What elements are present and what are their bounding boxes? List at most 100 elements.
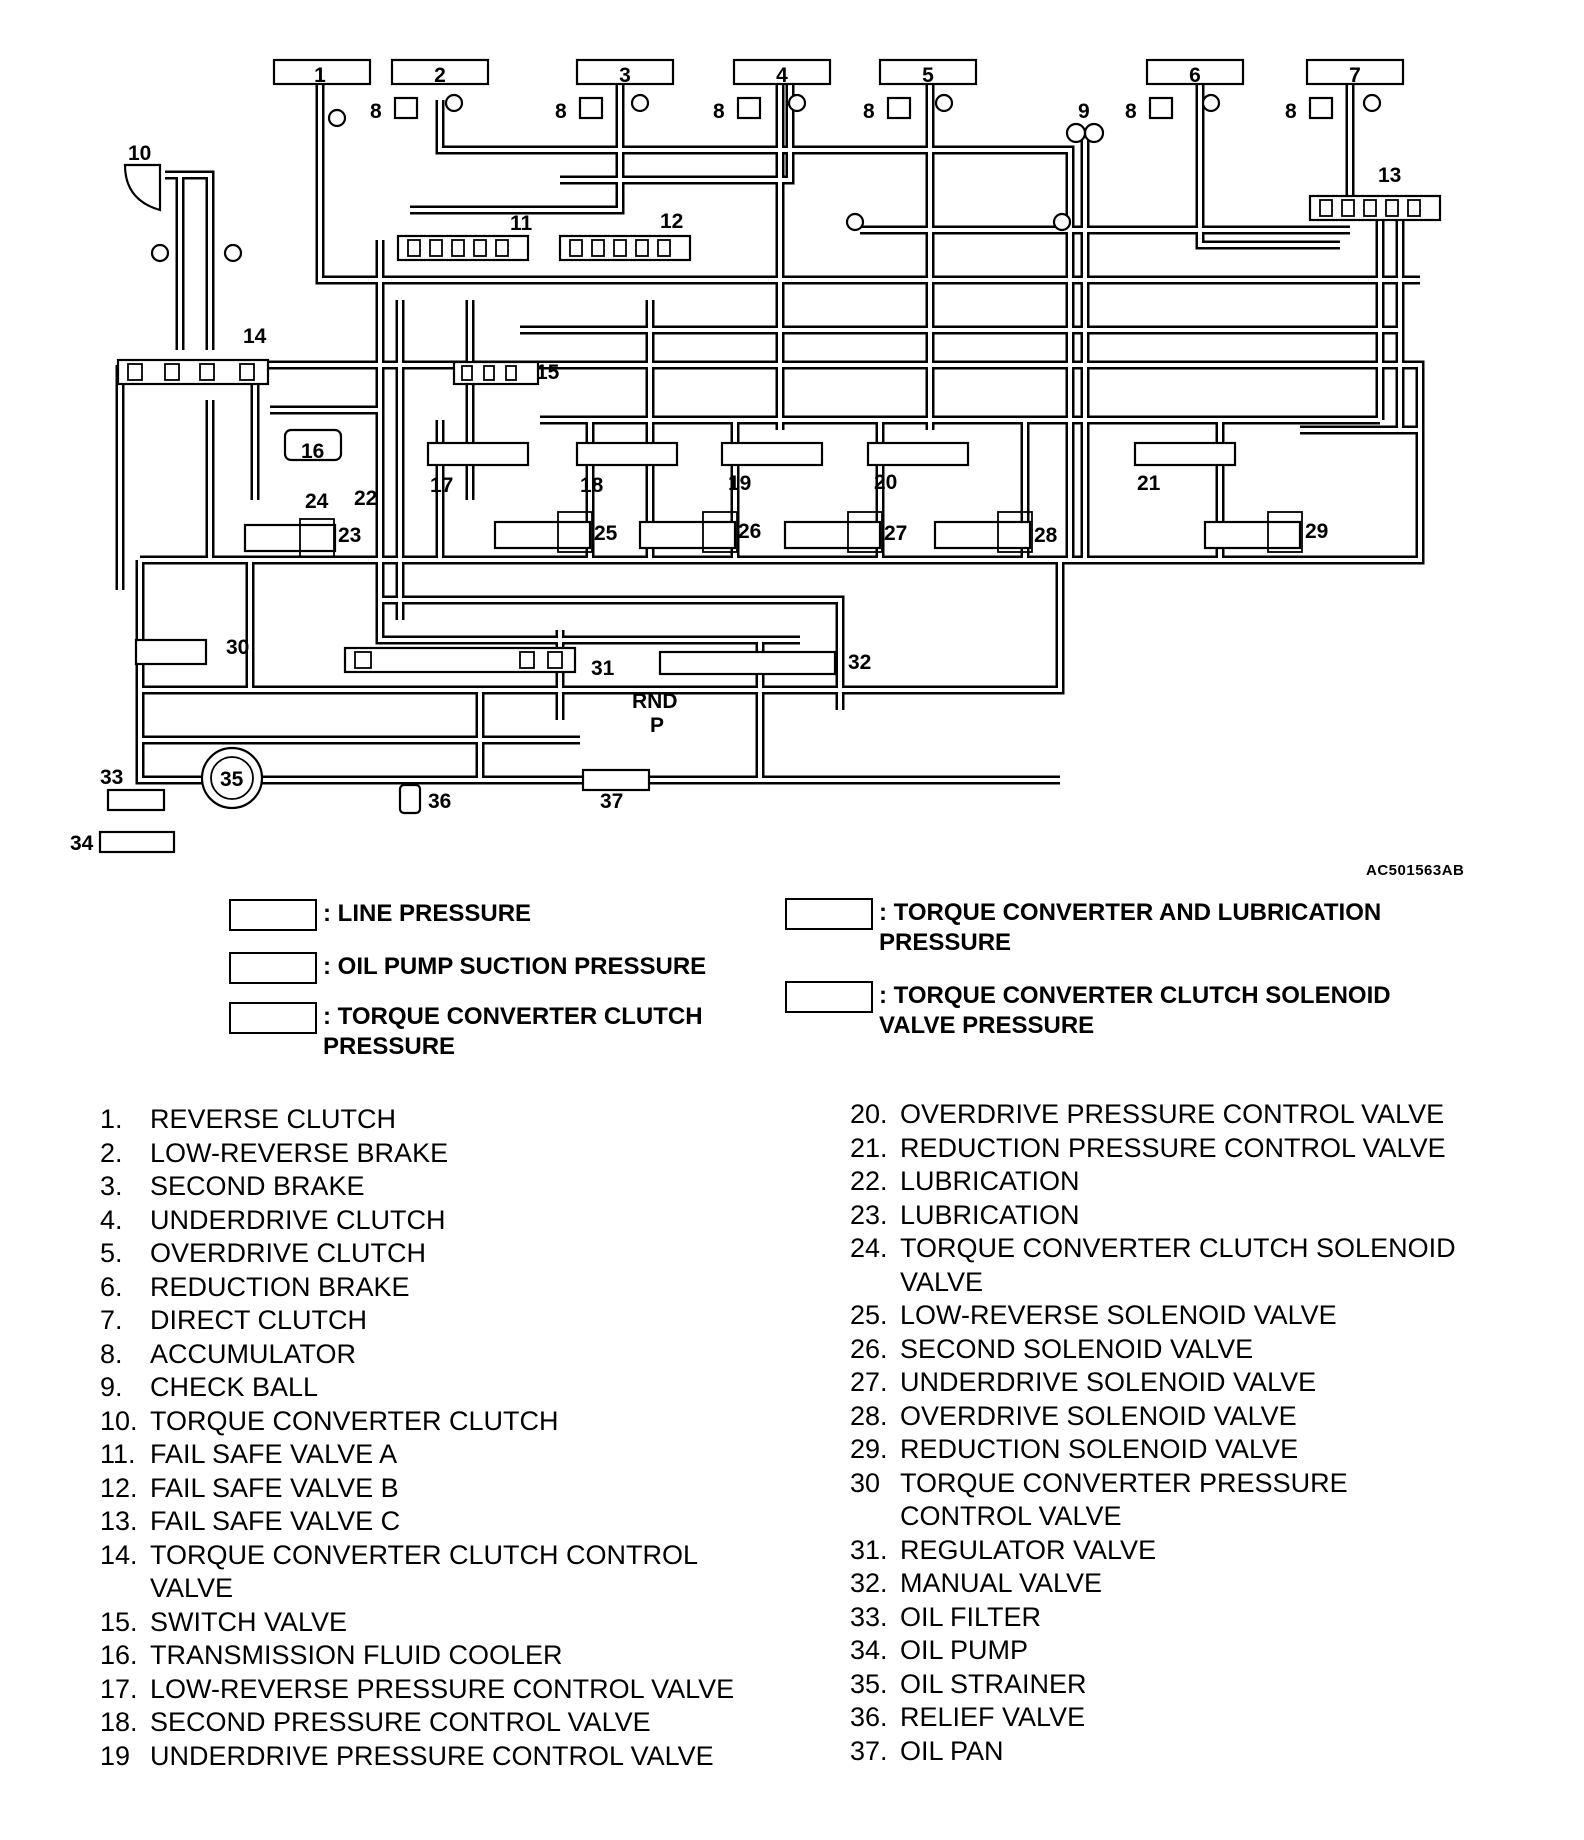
part-number: 26. [850,1333,888,1364]
valve-label-16: 16 [301,440,324,463]
parts-list-item: 9.CHECK BALL [100,1371,734,1405]
part-number: 32. [850,1568,888,1598]
parts-list-item: 28. OVERDRIVE SOLENOID VALVE [850,1400,1456,1434]
part-number: 6. [100,1271,123,1302]
part-label: TRANSMISSION FLUID COOLER [150,1640,563,1670]
part-number: 2. [100,1137,123,1168]
part-label: UNDERDRIVE CLUTCH [150,1204,446,1235]
accumulators: 8 8 8 8 8 8 [370,96,1334,123]
valve-label-12: 12 [660,210,683,233]
part-number: 21. [850,1132,888,1163]
legend-swatch [785,898,873,930]
valve-label-14: 14 [243,325,267,348]
part-number: 18. [100,1707,138,1737]
valve-label-25: 25 [594,522,618,545]
torque-converter: 10 [123,142,162,212]
valve-label-22: 22 [354,487,377,510]
part-label: TORQUE CONVERTER CLUTCH CONTROL VALVE [150,1539,699,1604]
accumulator-label: 8 [713,100,725,123]
parts-list-item: 29. REDUCTION SOLENOID VALVE [850,1433,1456,1467]
parts-list-item: 3.SECOND BRAKE [100,1170,734,1204]
part-label: MANUAL VALVE [900,1568,1103,1598]
manual-positions-line1: RND [632,690,678,713]
part-number: 34. [850,1635,888,1665]
part-number: 28. [850,1400,888,1431]
parts-list-item: 16.TRANSMISSION FLUID COOLER [100,1639,734,1673]
legend-tcc-solenoid: : TORQUE CONVERTER CLUTCH SOLENOID VALVE… [785,981,1391,1041]
part-label: SECOND SOLENOID VALVE [900,1333,1254,1364]
pipe-core [165,173,212,350]
parts-list-item: 31.REGULATOR VALVE [850,1534,1456,1568]
valve-label-29: 29 [1305,520,1328,543]
legend-swatch [229,899,317,931]
pipe [560,80,795,185]
part-number: 5. [100,1238,123,1268]
parts-list-item: 26. SECOND SOLENOID VALVE [850,1333,1456,1367]
parts-list-item: 34.OIL PUMP [850,1634,1456,1668]
valve-label-28: 28 [1034,524,1058,547]
parts-list-item: 18. SECOND PRESSURE CONTROL VALVE [100,1706,734,1740]
valve-label-33: 33 [100,766,123,789]
part-label: OIL PAN [900,1735,1004,1766]
part-label: OIL STRAINER [900,1668,1087,1699]
valve-label-17: 17 [430,474,453,497]
part-number: 3. [100,1171,123,1201]
pipe-core [438,100,1072,560]
parts-list-item: 7.DIRECT CLUTCH [100,1304,734,1338]
part-number: 29. [850,1434,888,1464]
part-number: 25. [850,1300,888,1330]
accumulator-label: 8 [370,100,382,123]
part-label: FAIL SAFE VALVE C [150,1506,401,1536]
pipe-core [378,240,800,642]
parts-list-item: 25.LOW-REVERSE SOLENOID VALVE [850,1299,1456,1333]
part-number: 36. [850,1702,888,1732]
legend-swatch [229,1002,317,1034]
part-label: REGULATOR VALVE [900,1534,1157,1565]
legend-swatch [229,952,317,984]
parts-list-item: 37.OIL PAN [850,1735,1456,1769]
check-ball-label: 9 [1078,100,1090,123]
parts-list-item: 27.UNDERDRIVE SOLENOID VALVE [850,1366,1456,1400]
part-label: UNDERDRIVE PRESSURE CONTROL VALVE [150,1740,714,1771]
pipe-core [140,560,1062,692]
part-label: REDUCTION SOLENOID VALVE [900,1434,1299,1464]
spool-valves: 11 12 13 14 15 16 17 18 19 20 21 22 24 2… [70,164,1442,855]
part-number: 20. [850,1099,888,1129]
part-label: REDUCTION PRESSURE CONTROL VALVE [900,1132,1446,1163]
valve-label-31: 31 [591,657,615,680]
part-label: OVERDRIVE SOLENOID VALVE [900,1400,1297,1431]
legend-swatch [785,981,873,1013]
part-number: 4. [100,1204,123,1235]
parts-list-item: 32. MANUAL VALVE [850,1567,1456,1601]
parts-list-item: 5. OVERDRIVE CLUTCH [100,1237,734,1271]
accumulator-label: 8 [555,100,567,123]
part-label: LOW-REVERSE PRESSURE CONTROL VALVE [150,1673,735,1704]
accumulator-label: 8 [1125,100,1137,123]
parts-list-item: 36.RELIEF VALVE [850,1701,1456,1735]
manual-positions-line2: P [650,714,664,737]
component-boxes [272,58,1405,86]
part-label: SECOND PRESSURE CONTROL VALVE [150,1707,651,1737]
parts-list-item: 20.OVERDRIVE PRESSURE CONTROL VALVE [850,1098,1456,1132]
legend-label: : OIL PUMP SUCTION PRESSURE [323,953,707,980]
hydraulic-circuit-diagram: 1 2 3 4 5 6 7 8 8 8 8 8 8 9 10 [70,58,1442,855]
part-number: 24. [850,1233,888,1263]
valve-label-19: 19 [728,472,751,495]
part-number: 22. [850,1166,888,1196]
part-label: OVERDRIVE CLUTCH [150,1238,427,1268]
part-number: 15. [100,1606,138,1637]
pipe-core [318,70,560,282]
component-label-5: 5 [922,64,934,87]
component-label-7: 7 [1349,64,1361,87]
valve-label-27: 27 [884,522,907,545]
parts-list-item: 2. LOW-REVERSE BRAKE [100,1137,734,1171]
part-label: LOW-REVERSE BRAKE [150,1137,449,1168]
valve-label-21: 21 [1137,472,1161,495]
pipe-core [1198,80,1340,247]
legend-oil-pump-suction: : OIL PUMP SUCTION PRESSURE [229,952,706,984]
accumulator-label: 8 [1285,100,1297,123]
accumulator-label: 8 [863,100,875,123]
part-label: CHECK BALL [150,1372,319,1402]
valve-label-15: 15 [536,361,560,384]
